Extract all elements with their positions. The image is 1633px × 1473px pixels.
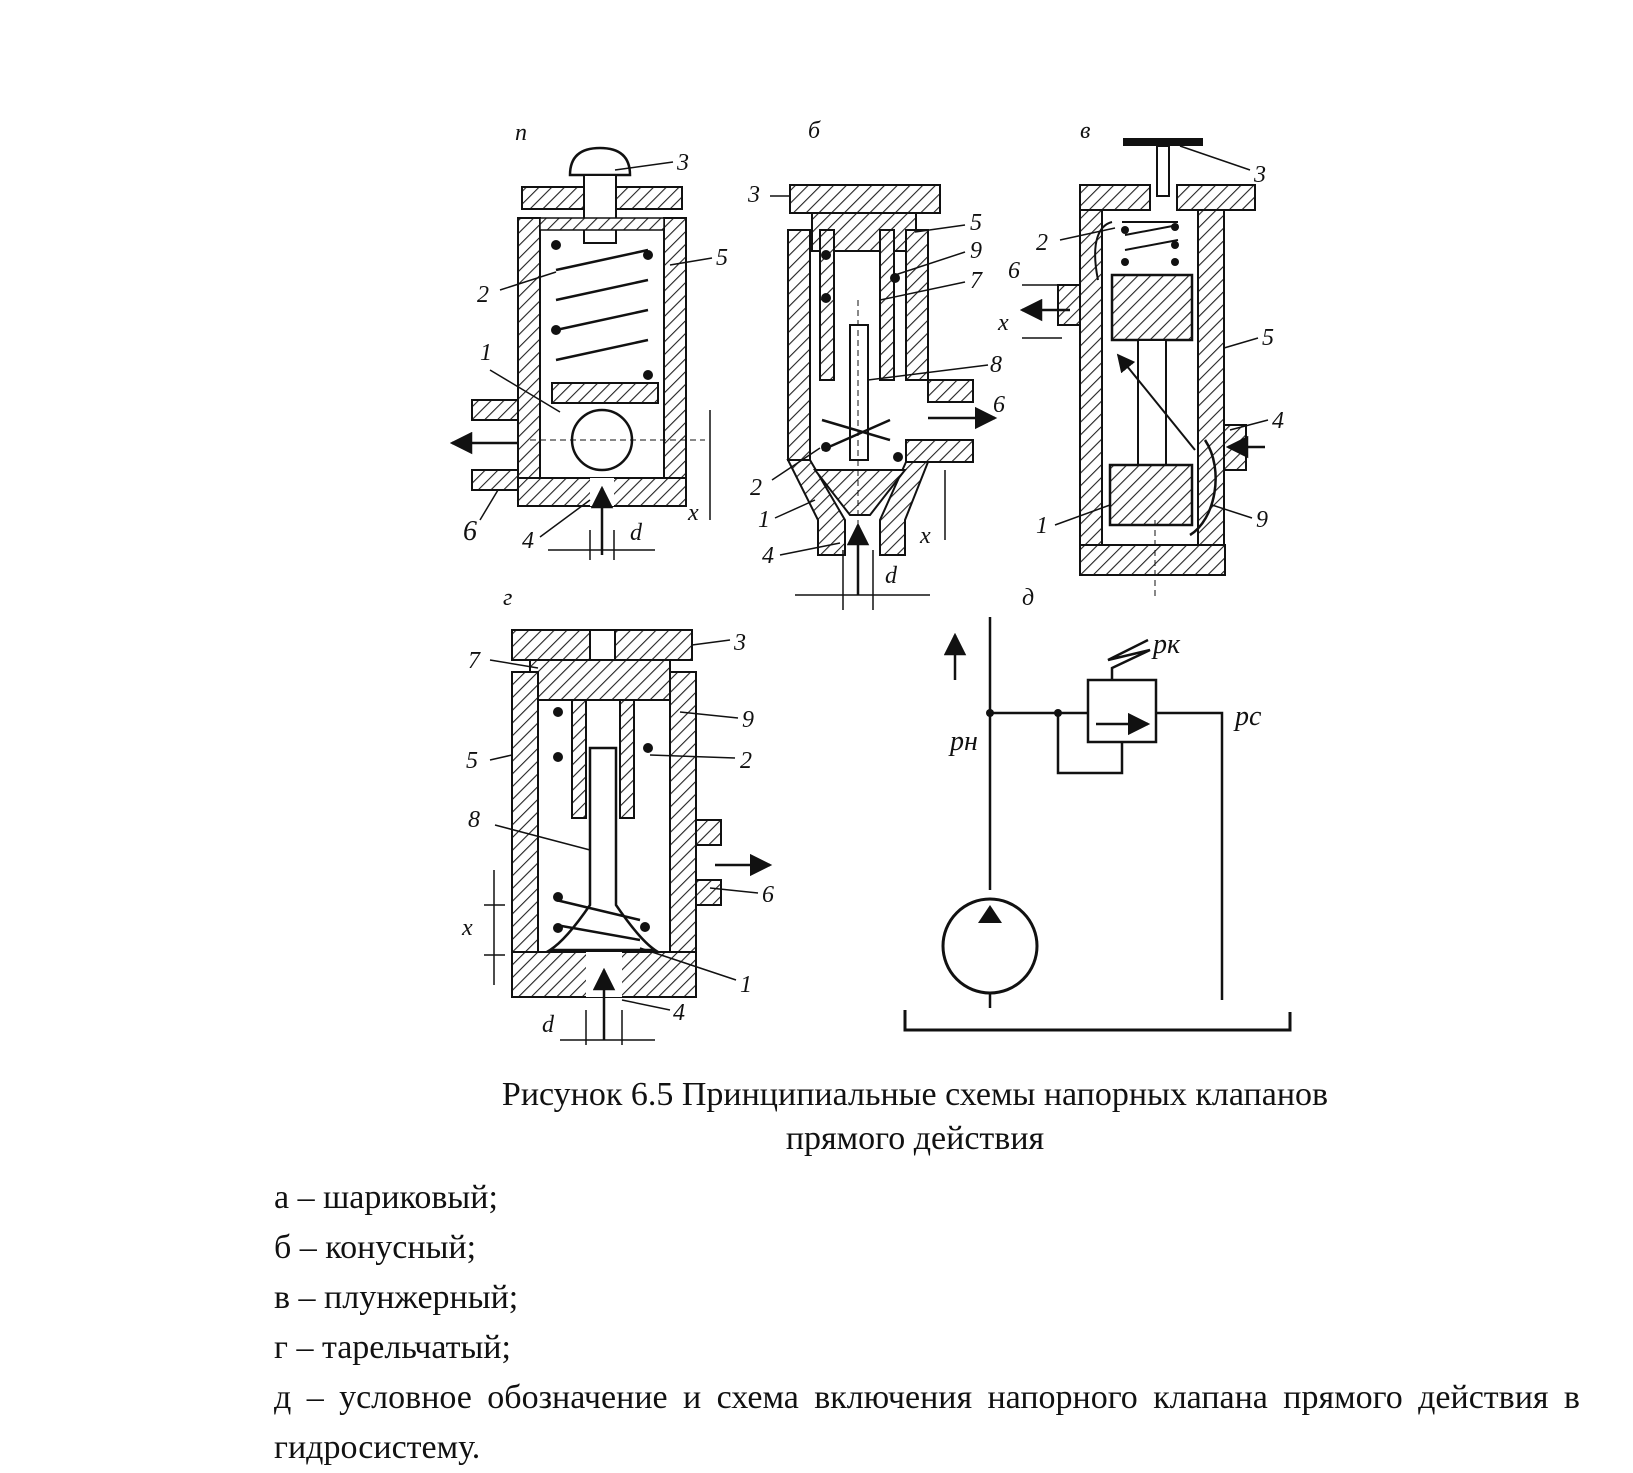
legend-item-d: д – условное обозначение и схема включен… (274, 1379, 1580, 1466)
panel-g-callout-3: 3 (733, 630, 746, 656)
panel-v-callout-6: 6 (1008, 258, 1020, 284)
panel-d-label-pn: pн (948, 726, 978, 757)
panel-b-cone-valve: б (747, 118, 1005, 610)
panel-a-callout-x: x (687, 500, 699, 526)
panel-d-label-pc: pс (1233, 701, 1262, 732)
panel-v-callout-x: x (997, 310, 1009, 336)
caption-line-1: Рисунок 6.5 Принципиальные схемы напорны… (501, 1076, 1329, 1113)
caption-line-2: прямого действия (785, 1120, 1045, 1157)
legend-item-a: а – шариковый; (274, 1179, 498, 1216)
panel-v-callout-4: 4 (1272, 408, 1284, 434)
panel-g-callout-x: x (461, 915, 473, 941)
panel-g-disc-valve: г (461, 585, 774, 1045)
panel-b-callout-9: 9 (970, 238, 982, 264)
panel-b-callout-4: 4 (762, 543, 774, 569)
panel-g-callout-6: 6 (762, 882, 774, 908)
panel-v-callout-1: 1 (1036, 513, 1048, 539)
panel-v-plunger-valve: в (997, 118, 1284, 598)
panel-v-callout-5: 5 (1262, 325, 1274, 351)
panel-g-callout-4: 4 (673, 1000, 685, 1026)
panel-g-callout-d: d (542, 1012, 555, 1038)
panel-b-callout-5: 5 (970, 210, 982, 236)
figure-legend: а – шариковый; б – конусный; в – плунжер… (170, 1173, 1580, 1473)
panel-v-callout-9: 9 (1256, 507, 1268, 533)
panel-b-callout-8: 8 (990, 352, 1002, 378)
panel-d-label-pk: pк (1151, 629, 1181, 660)
panel-g-callout-9: 9 (742, 707, 754, 733)
panel-a-callout-2: 2 (477, 282, 489, 308)
panel-a-callout-1: 1 (480, 340, 492, 366)
legend-item-g: г – тарельчатый; (274, 1329, 511, 1366)
panel-g-callout-7: 7 (468, 648, 481, 674)
panel-b-callout-2: 2 (750, 475, 762, 501)
panel-a-callout-6: 6 (463, 516, 477, 547)
figure-caption: Рисунок 6.5 Принципиальные схемы напорны… (420, 1073, 1410, 1161)
legend-item-v: в – плунжерный; (274, 1279, 519, 1316)
panel-a-ball-valve: п (449, 120, 728, 560)
panel-d-hydraulic-symbol: д pк pс pн (903, 585, 1292, 1032)
panel-b-callout-x: x (919, 523, 931, 549)
panel-a-callout-3: 3 (676, 150, 689, 176)
panel-b-callout-6: 6 (993, 392, 1005, 418)
panel-b-callout-1: 1 (758, 507, 770, 533)
panel-a-callout-5: 5 (716, 245, 728, 271)
panel-g-callout-8: 8 (468, 807, 480, 833)
panel-a-label: п (515, 120, 527, 146)
panel-b-callout-d: d (885, 563, 898, 589)
panel-v-label: в (1080, 118, 1090, 144)
panel-g-callout-1: 1 (740, 972, 752, 998)
panel-g-callout-5: 5 (466, 748, 478, 774)
panel-g-label: г (503, 585, 512, 611)
panel-a-callout-4: 4 (522, 528, 534, 554)
panel-v-callout-2: 2 (1036, 230, 1048, 256)
legend-item-b: б – конусный; (274, 1229, 477, 1266)
panel-a-callout-d: d (630, 520, 643, 546)
panel-v-callout-3: 3 (1253, 162, 1266, 188)
panel-g-callout-2: 2 (740, 748, 752, 774)
panel-b-label: б (808, 118, 821, 144)
panel-b-callout-7: 7 (970, 268, 983, 294)
panel-d-label: д (1022, 585, 1034, 611)
panel-b-callout-3: 3 (747, 182, 760, 208)
